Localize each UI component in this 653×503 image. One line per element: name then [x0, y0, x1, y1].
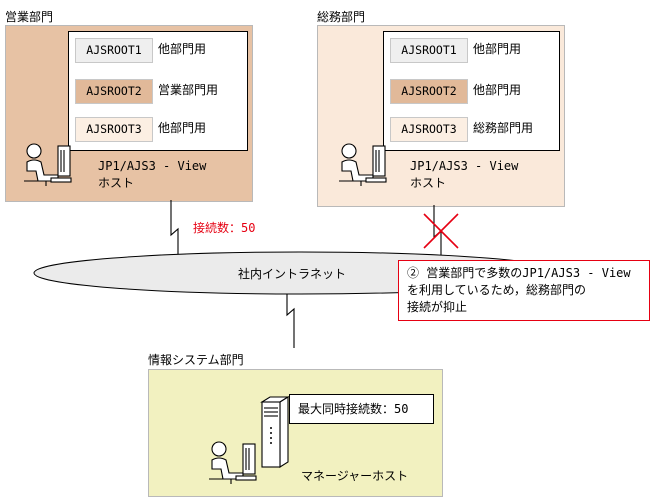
sales-root2-use: 営業部門用 [158, 83, 219, 97]
sales-root3-use: 他部門用 [158, 121, 207, 135]
general-root3-use: 総務部門用 [473, 121, 534, 135]
general-root1-tag: AJSROOT1 [390, 38, 468, 63]
general-host-line2: ホスト [410, 176, 447, 190]
user-at-computer-icon [209, 441, 257, 484]
sales-root1-use: 他部門用 [158, 42, 207, 56]
it-dept-box [148, 369, 443, 497]
blocked-x-icon [423, 213, 459, 249]
sales-connection-line [170, 200, 179, 258]
alert-note-line1: ② 営業部門で多数のJP1/AJS3 - View [407, 265, 643, 282]
sales-root1-tag: AJSROOT1 [75, 38, 153, 63]
manager-host-label: マネージャーホスト [301, 469, 409, 483]
sales-dept-label: 営業部門 [5, 10, 54, 24]
alert-note-text1: 営業部門で多数のJP1/AJS3 - View [426, 266, 631, 280]
server-icon [260, 396, 290, 468]
alert-note-line2: を利用しているため，総務部門の [407, 283, 587, 297]
general-root2-tag: AJSROOT2 [390, 79, 468, 104]
sales-host-line2: ホスト [98, 176, 135, 190]
sales-host-line1: JP1/AJS3 - View [98, 159, 207, 173]
max-connections-box: 最大同時接続数：50 [289, 394, 434, 424]
user-at-computer-icon [24, 143, 72, 186]
general-root2-use: 他部門用 [473, 83, 522, 97]
user-at-computer-icon [339, 143, 387, 186]
it-dept-label: 情報システム部門 [148, 353, 244, 367]
general-dept-label: 総務部門 [317, 10, 366, 24]
general-root1-use: 他部門用 [473, 42, 522, 56]
alert-note-line3: 接続が抑止 [407, 300, 468, 314]
general-root3-tag: AJSROOT3 [390, 117, 468, 142]
it-connection-line [286, 292, 295, 348]
sales-root2-tag: AJSROOT2 [75, 79, 153, 104]
alert-note: ② 営業部門で多数のJP1/AJS3 - View を利用しているため，総務部門… [398, 260, 650, 321]
connection-count-label: 接続数：50 [193, 221, 256, 235]
alert-note-number: ② [407, 266, 420, 280]
general-host-line1: JP1/AJS3 - View [410, 159, 519, 173]
sales-root3-tag: AJSROOT3 [75, 117, 153, 142]
intranet-label: 社内イントラネット [238, 267, 347, 281]
